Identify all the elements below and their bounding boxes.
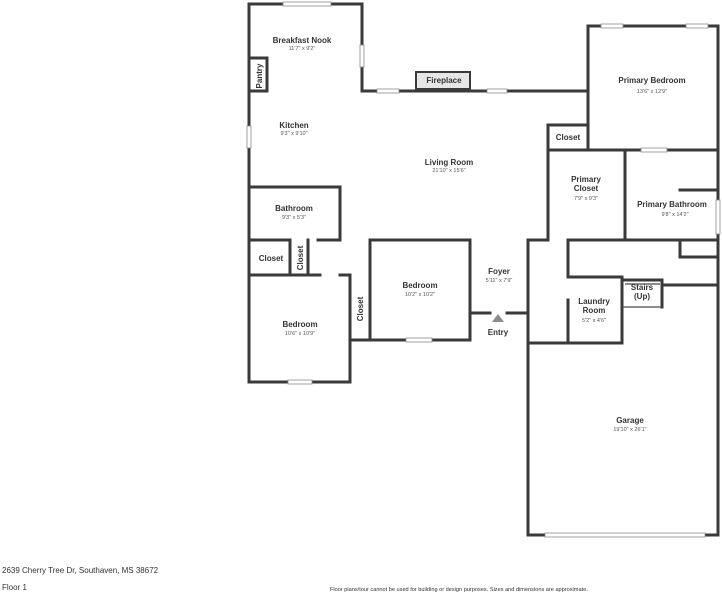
disclaimer-text: Floor plans/tour cannot be used for buil… (330, 587, 588, 593)
closet-left-label: Closet (259, 254, 284, 263)
bedroom-mid-label: Bedroom (402, 281, 437, 290)
garage-label: Garage (616, 416, 644, 425)
foyer-label: Foyer (488, 267, 510, 276)
entry-label: Entry (488, 328, 509, 337)
primary-closet-small-label: Closet (556, 133, 581, 142)
bathroom-dim: 9'3" x 5'3" (282, 215, 306, 221)
bedroom-left-dim: 10'6" x 10'9" (285, 331, 315, 337)
stairs-label: Stairs(Up) (631, 283, 654, 301)
closet-mid-label: Closet (356, 296, 365, 321)
living-room-label: Living Room (425, 158, 473, 167)
floor-label: Floor 1 (2, 583, 27, 592)
fireplace-box (415, 71, 471, 90)
primary-bedroom-dim: 13'6" x 12'9" (637, 89, 667, 95)
bathroom-label: Bathroom (275, 204, 313, 213)
foyer-dim: 5'11" x 7'9" (486, 278, 513, 284)
primary-bathroom-dim: 9'8" x 14'2" (661, 212, 688, 218)
windows (246, 1, 721, 538)
fireplace-label: Fireplace (426, 76, 462, 85)
kitchen-label: Kitchen (279, 121, 308, 130)
address-text: 2639 Cherry Tree Dr, Southaven, MS 38672 (2, 566, 159, 575)
garage-dim: 19'10" x 26'1" (613, 427, 646, 433)
breakfast-nook-label: Breakfast Nook (273, 36, 332, 45)
closet-small-label: Closet (296, 245, 305, 270)
primary-closet-dim: 7'9" x 9'3" (574, 196, 598, 202)
bedroom-mid-dim: 10'2" x 10'2" (405, 292, 435, 298)
living-room-dim: 21'10" x 15'6" (432, 168, 465, 174)
primary-bedroom-label: Primary Bedroom (618, 76, 685, 85)
stairs-treads (622, 283, 662, 308)
breakfast-nook-dim: 11'7" x 9'2" (289, 46, 316, 52)
kitchen-dim: 9'3" x 9'10" (280, 131, 307, 137)
primary-bathroom-label: Primary Bathroom (637, 200, 707, 209)
pantry-label: Pantry (255, 63, 264, 88)
room-labels: Breakfast Nook 11'7" x 9'2" Pantry Kitch… (255, 36, 707, 433)
laundry-room-dim: 5'2" x 4'6" (582, 318, 606, 324)
bedroom-left-label: Bedroom (282, 320, 317, 329)
entry-arrow-icon (492, 314, 504, 322)
